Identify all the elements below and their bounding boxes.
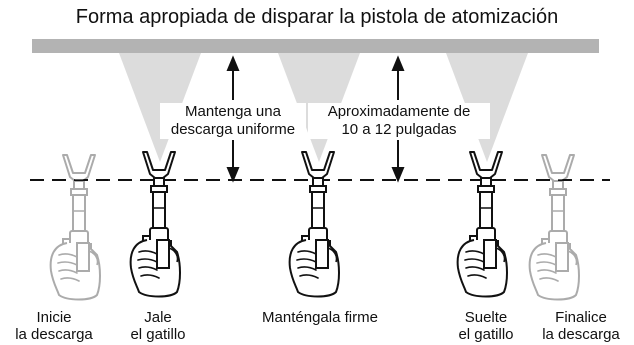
distance-arrow [391,55,405,183]
uniform-callout-line2: descarga uniforme [170,121,296,138]
step-label-finish: Finalice la descarga [542,309,620,343]
step-label-start: Inicie la descarga [15,309,93,343]
spray-gun-trigger [129,151,181,298]
spray-gun-steady [288,151,340,298]
uniform-callout: Mantenga una descarga uniforme [160,103,306,139]
spray-gun-start [49,154,101,301]
step-label-trigger: Jale el gatillo [130,309,186,343]
spray-gun-release [456,151,508,298]
spray-gun-finish [528,154,580,301]
uniform-callout-line1: Mantenga una [185,103,281,120]
uniform-arrow [226,55,240,183]
distance-callout-line1: Aproximadamente de [327,103,471,120]
diagram-title: Forma apropiada de disparar la pistola d… [75,6,559,28]
step-label-steady: Manténgala firme [262,309,378,326]
distance-callout-line2: 10 a 12 pulgadas [341,121,457,138]
distance-callout: Aproximadamente de 10 a 12 pulgadas [308,103,490,139]
step-label-release: Suelte el gatillo [458,309,514,343]
spray-surface [32,39,599,53]
